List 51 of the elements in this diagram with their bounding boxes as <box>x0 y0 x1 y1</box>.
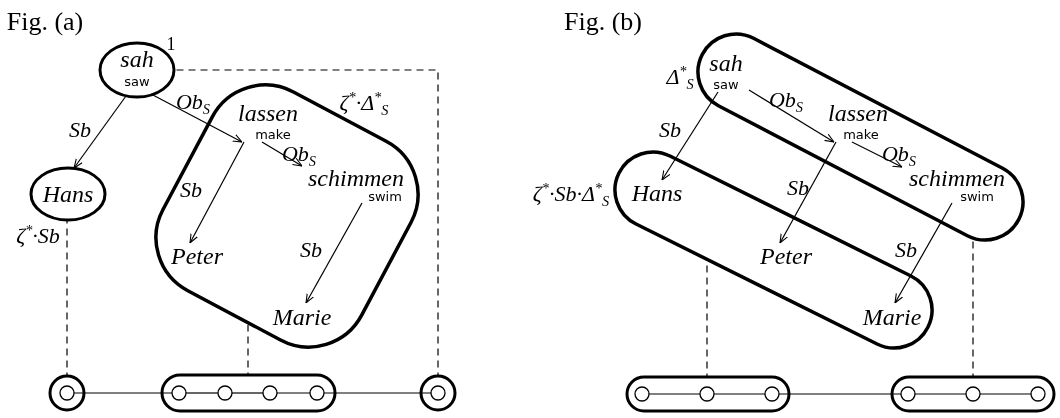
arrow <box>73 95 127 169</box>
connector-line <box>914 393 967 395</box>
arrow <box>851 141 903 168</box>
arrow <box>261 141 303 167</box>
word-label: lassen <box>238 99 298 127</box>
arrow <box>661 91 719 181</box>
arrow <box>894 202 953 304</box>
edge-label: Sb <box>659 117 681 143</box>
connector-line <box>231 392 264 394</box>
arrow <box>779 141 837 244</box>
edge-label: Sb <box>787 175 809 201</box>
edge-label: Sb <box>300 237 322 263</box>
connector-line <box>73 392 173 394</box>
arrow <box>748 89 835 143</box>
word-label: Hans <box>42 180 94 208</box>
edge-label: Ob$_{S}$ <box>769 87 803 113</box>
edge-label: Sb <box>180 177 202 203</box>
word-label: Hans <box>631 179 683 207</box>
edge-label: Sb <box>69 117 91 143</box>
figure-title: Fig. (a) <box>6 7 84 37</box>
word-label: sah <box>120 45 154 73</box>
connector-line <box>648 393 701 395</box>
edge-label: Ob$_{S}$ <box>282 141 316 167</box>
connector-line <box>778 393 902 395</box>
word-label: lassen <box>828 99 888 127</box>
arrow <box>189 141 245 244</box>
connector-line <box>185 392 219 394</box>
edge-label: Ob$_{S}$ <box>882 141 916 167</box>
dashed-connector <box>66 219 68 377</box>
gloss-label: saw <box>713 76 739 92</box>
connector-line <box>323 392 432 394</box>
connector-line <box>276 392 311 394</box>
word-label: Peter <box>760 242 812 270</box>
edge-label: Ob$_{S}$ <box>176 89 210 115</box>
gloss-label: make <box>843 126 879 142</box>
gloss-label: make <box>255 126 291 142</box>
figure-title: Fig. (b) <box>564 7 642 37</box>
gloss-label: swim <box>368 188 402 204</box>
word-label: Marie <box>272 303 332 331</box>
connector-line <box>713 393 766 395</box>
dashed-connector <box>247 324 249 377</box>
group-label: ζ$^{*}$·Sb <box>16 223 60 249</box>
connector-line <box>979 393 1032 395</box>
index-number: 1 <box>166 33 176 55</box>
gloss-label: swim <box>960 188 994 204</box>
gloss-label: saw <box>124 73 150 89</box>
arrow <box>305 202 363 304</box>
word-label: Peter <box>171 242 223 270</box>
word-label: sah <box>709 49 743 77</box>
edge-label: Sb <box>895 237 917 263</box>
word-label: Marie <box>862 303 922 331</box>
